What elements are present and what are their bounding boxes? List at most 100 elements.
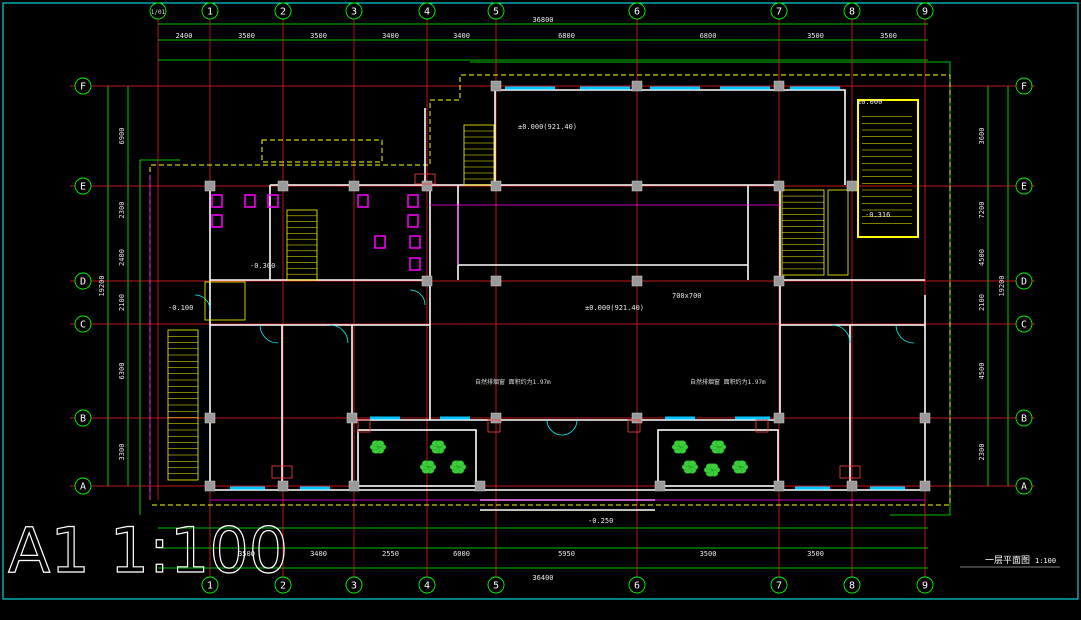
grid-bubble-label: 2 (280, 7, 286, 18)
dim-top-segment: 6800 (558, 32, 575, 40)
stair-treads (168, 116, 912, 474)
partitions (149, 175, 925, 501)
elevation-low: -0.100 (168, 304, 193, 312)
view-title: 一层平面图 (985, 555, 1030, 566)
dim-top-segment: 3500 (238, 32, 255, 40)
column (631, 80, 643, 92)
stairs (167, 99, 919, 481)
view-scale: 1:100 (1035, 557, 1056, 565)
grid-bubble-label: B (80, 414, 86, 425)
grid-bubble-label: 2 (280, 581, 286, 592)
column (631, 412, 643, 424)
dim-bottom-segment: 3500 (238, 550, 255, 558)
dim-right-segment: 4500 (978, 363, 986, 380)
column (773, 275, 785, 287)
plant-leaf (677, 440, 687, 447)
grid-bubble-col (418, 576, 436, 594)
dim-top-segment: 3500 (807, 32, 824, 40)
column (846, 180, 858, 192)
dim-bottom-segment: 3400 (310, 550, 327, 558)
plant-leaf (715, 440, 725, 447)
grid-bubble-corner (149, 2, 167, 20)
walls (209, 89, 926, 511)
dim-left-segment: 2100 (118, 294, 126, 311)
dim-right-segment: 3600 (978, 128, 986, 145)
landscape-plants (369, 440, 749, 477)
doors (194, 289, 915, 436)
grid-bubble-label: 6 (634, 7, 640, 18)
grid-bubble-label: E (1021, 182, 1027, 193)
column (773, 180, 785, 192)
grid-bubble-label: 9 (922, 581, 928, 592)
grid-bubble-label: 1 (207, 7, 213, 18)
dim-left-segment: 6300 (118, 363, 126, 380)
dim-top-segment: 3400 (382, 32, 399, 40)
dim-right-segment: 2100 (978, 294, 986, 311)
smoke-vent-note-right: 自然排烟窗 面积约为1.97m (690, 378, 766, 386)
grid-bubble-label: C (80, 320, 86, 331)
grid-bubble-label: 3 (351, 581, 357, 592)
grid-bubble-row (1015, 177, 1033, 195)
dim-top-segment: 3500 (880, 32, 897, 40)
dim-right-segment: 2300 (978, 444, 986, 461)
dim-left-segment: 2400 (118, 249, 126, 266)
equipment-boxes (271, 173, 861, 479)
elevation-outside: -0.250 (588, 517, 613, 525)
plant-leaf (435, 440, 445, 447)
grid-bubble-label: 7 (776, 7, 782, 18)
column-size-label: 700x700 (672, 292, 702, 300)
column (277, 480, 289, 492)
dim-top-total: 36800 (532, 16, 553, 24)
column (846, 480, 858, 492)
dim-bottom-segment: 5950 (558, 550, 575, 558)
column (474, 480, 486, 492)
structural-columns (204, 80, 931, 492)
column (204, 480, 216, 492)
dimension-lines (107, 23, 1009, 569)
grid-bubble-label: 8 (849, 581, 855, 592)
dim-right-total: 19200 (998, 275, 1006, 296)
smoke-vent-note-left: 自然排烟窗 面积约为1.97m (475, 378, 551, 386)
column (421, 180, 433, 192)
plant-leaf (425, 460, 435, 467)
column (490, 80, 502, 92)
grid-bubble-row (1015, 409, 1033, 427)
dim-bottom-segment: 6000 (453, 550, 470, 558)
grid-bubble-row (1015, 477, 1033, 495)
grid-bubble-label: A (1021, 482, 1027, 493)
dim-top-segment: 2400 (176, 32, 193, 40)
grid-bubble-row (1015, 315, 1033, 333)
dim-bottom-segment: 3500 (700, 550, 717, 558)
grid-bubble-col (770, 2, 788, 20)
plant-leaf (455, 460, 465, 467)
grid-bubble-col (770, 576, 788, 594)
sheet-border (2, 2, 1079, 600)
grid-bubble-col (345, 576, 363, 594)
grid-bubble-row (74, 272, 92, 290)
column (773, 480, 785, 492)
grid-bubble-corner-label: 1/01 (151, 9, 166, 16)
grid-bubble-label: E (80, 182, 86, 193)
dim-left-segment: 2300 (118, 202, 126, 219)
grid-bubble-label: A (80, 482, 86, 493)
grid-bubble-label: 1 (207, 581, 213, 592)
grid-bubble-row (1015, 272, 1033, 290)
grid-bubble-label: 8 (849, 7, 855, 18)
grid-bubble-col (487, 2, 505, 20)
elevation-lobby: ±0.000(921.40) (585, 304, 644, 312)
grid-bubble-row (1015, 77, 1033, 95)
grid-bubble-label: 7 (776, 581, 782, 592)
grid-bubble-label: B (1021, 414, 1027, 425)
column (773, 80, 785, 92)
dim-bottom-segment: 3500 (807, 550, 824, 558)
column (348, 480, 360, 492)
column (631, 275, 643, 287)
column (204, 412, 216, 424)
windows (230, 86, 905, 490)
column (421, 275, 433, 287)
grid-bubble-col (274, 576, 292, 594)
grid-bubble-label: D (80, 277, 86, 288)
dim-left-segment: 6900 (118, 128, 126, 145)
